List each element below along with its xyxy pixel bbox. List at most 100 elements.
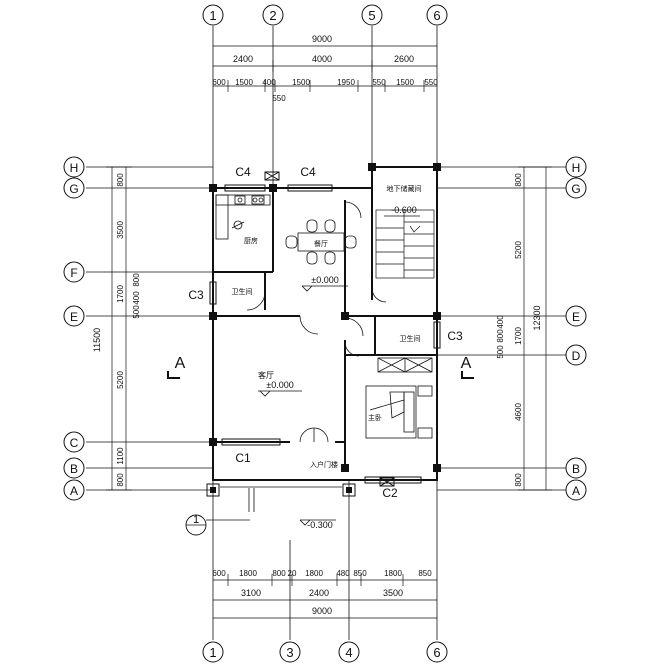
level-dining: ±0.000	[311, 275, 338, 285]
svg-text:H: H	[70, 161, 79, 175]
dim-top-1950: 1950	[337, 78, 355, 87]
dim-bottom-total: 9000	[312, 606, 332, 616]
axis-bubble-left-E: E	[63, 305, 85, 327]
section-mark-left: A	[167, 355, 186, 379]
dim-bottom-1800a: 1800	[239, 569, 257, 578]
dim-left-800c: 800	[116, 473, 125, 487]
wardrobe	[377, 357, 433, 373]
svg-text:C: C	[70, 436, 79, 450]
window-label-c4-right: C4	[300, 165, 316, 179]
left-dimensions	[106, 166, 132, 491]
room-label-dining: 餐厅	[314, 239, 328, 248]
room-label-entry: 入户门楼	[310, 460, 338, 469]
svg-text:3: 3	[286, 645, 293, 660]
dim-top-1500b: 1500	[292, 78, 310, 87]
axis-bubble-bottom-3: 3	[279, 641, 301, 663]
window-c2	[364, 476, 422, 487]
room-label-kitchen: 厨房	[244, 236, 258, 245]
level-triangle-living	[259, 390, 271, 397]
svg-text:G: G	[69, 182, 78, 196]
svg-text:5: 5	[368, 8, 375, 23]
dim-left-1100: 1100	[116, 447, 125, 465]
master-bed	[365, 385, 433, 439]
dim-top-550-extra: 550	[272, 94, 286, 103]
axis-bubble-right-A: A	[565, 479, 587, 501]
dim-top-1500c: 1500	[396, 78, 414, 87]
dim-top-1500a: 1500	[235, 78, 253, 87]
svg-text:B: B	[572, 462, 580, 476]
dim-bottom-1800b: 1800	[305, 569, 323, 578]
axis-bubble-right-E: E	[565, 305, 587, 327]
window-label-c3-left: C3	[188, 288, 204, 302]
axis-bubble-right-H: H	[565, 156, 587, 178]
detail-reference: 1	[185, 514, 250, 536]
svg-text:B: B	[70, 462, 78, 476]
dim-top-550b: 550	[424, 78, 438, 87]
dim-left-5200: 5200	[116, 371, 125, 389]
dim-right-1700: 1700	[514, 327, 523, 345]
window-label-c2: C2	[382, 486, 398, 500]
dim-top-600: 600	[212, 78, 226, 87]
dim-top-400: 400	[262, 78, 276, 87]
level-basement: -0.600	[391, 205, 417, 215]
dim-right-total: 12300	[532, 305, 542, 330]
dim-left-400: 400	[132, 291, 141, 305]
dim-left-3500: 3500	[116, 221, 125, 239]
dim-top-550a: 550	[372, 78, 386, 87]
columns	[206, 163, 441, 497]
dim-right-5200: 5200	[514, 241, 523, 259]
dim-bottom-3500: 3500	[383, 588, 403, 598]
svg-text:1: 1	[193, 514, 199, 526]
svg-text:D: D	[572, 349, 581, 363]
svg-text:4: 4	[345, 645, 352, 660]
dim-left-1700: 1700	[116, 285, 125, 303]
right-dimensions	[518, 166, 552, 491]
dim-right-800b: 800	[514, 473, 523, 487]
axis-bubble-bottom-4: 4	[338, 641, 360, 663]
dim-bottom-850a: 850	[353, 569, 367, 578]
dim-right-800a: 800	[514, 173, 523, 187]
svg-text:6: 6	[433, 8, 440, 23]
room-label-bath-1: 卫生间	[232, 287, 253, 296]
section-mark-right: A	[461, 355, 474, 379]
window-c4-right	[264, 171, 333, 192]
room-label-bath-2: 卫生间	[400, 334, 421, 343]
window-c1	[221, 438, 281, 446]
axis-bubbles: 1 2 5 6 1 3 4 6 H G F E C B A H G E D B …	[63, 4, 587, 663]
axis-bubble-top-1: 1	[202, 4, 224, 26]
dim-right-400: 400	[496, 315, 505, 329]
dim-bottom-3100: 3100	[241, 588, 261, 598]
dim-top-2400: 2400	[233, 54, 253, 64]
dim-bottom-480: 480	[336, 569, 350, 578]
window-c4-left	[224, 184, 266, 192]
dim-bottom-2400: 2400	[309, 588, 329, 598]
axis-bubble-left-A: A	[63, 479, 85, 501]
svg-text:A: A	[461, 355, 472, 372]
dining-table	[285, 219, 357, 265]
room-label-master: 主卧	[368, 413, 382, 422]
kitchen-counter	[215, 194, 271, 240]
doors	[246, 201, 387, 443]
dim-left-500: 500	[132, 305, 141, 319]
axis-bubble-left-B: B	[63, 457, 85, 479]
window-c3-left	[209, 281, 217, 305]
top-dimensions	[213, 45, 437, 92]
level-triangle-dining	[301, 285, 313, 292]
axis-bubble-top-5: 5	[361, 4, 383, 26]
bottom-dimensions	[213, 574, 437, 619]
dim-top-total: 9000	[312, 34, 332, 44]
axis-bubble-left-G: G	[63, 177, 85, 199]
dim-bottom-600: 600	[212, 569, 226, 578]
room-label-living: 客厅	[258, 370, 274, 380]
axis-bubble-left-H: H	[63, 156, 85, 178]
svg-text:1: 1	[209, 8, 216, 23]
dim-right-800: 800	[496, 329, 505, 343]
basement-stairs	[375, 209, 435, 279]
dim-left-total: 11500	[92, 328, 102, 352]
axis-bubble-top-6: 6	[426, 4, 448, 26]
svg-text:A: A	[70, 484, 78, 498]
dim-left-800a: 800	[116, 173, 125, 187]
svg-text:F: F	[70, 266, 77, 280]
level-outside: -0.300	[307, 520, 333, 530]
window-label-c4-left: C4	[235, 165, 251, 179]
